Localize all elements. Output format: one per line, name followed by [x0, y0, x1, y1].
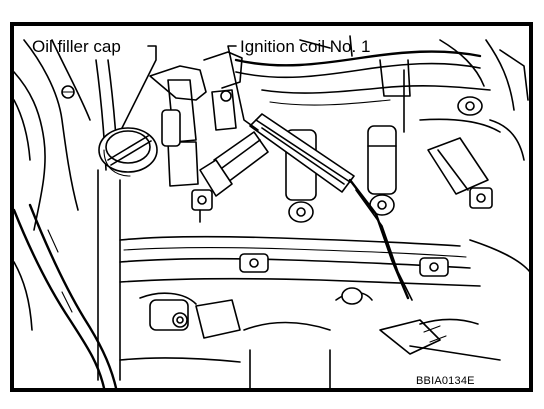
- oil-filler-cap-label: Oil filler cap: [32, 37, 121, 56]
- figure-frame: [10, 22, 533, 392]
- ignition-coil-4: [367, 125, 397, 216]
- ignition-coil-2: [191, 131, 269, 223]
- oil-filler-cap: [98, 127, 158, 177]
- ignition-coil-5: [427, 137, 493, 209]
- engine-illustration: [12, 35, 531, 390]
- figure-code: BBIA0134E: [416, 375, 475, 387]
- ignition-coil-1: [249, 113, 413, 301]
- ignition-coil-label: Ignition coil No. 1: [240, 37, 370, 56]
- leader-lines: [121, 45, 259, 131]
